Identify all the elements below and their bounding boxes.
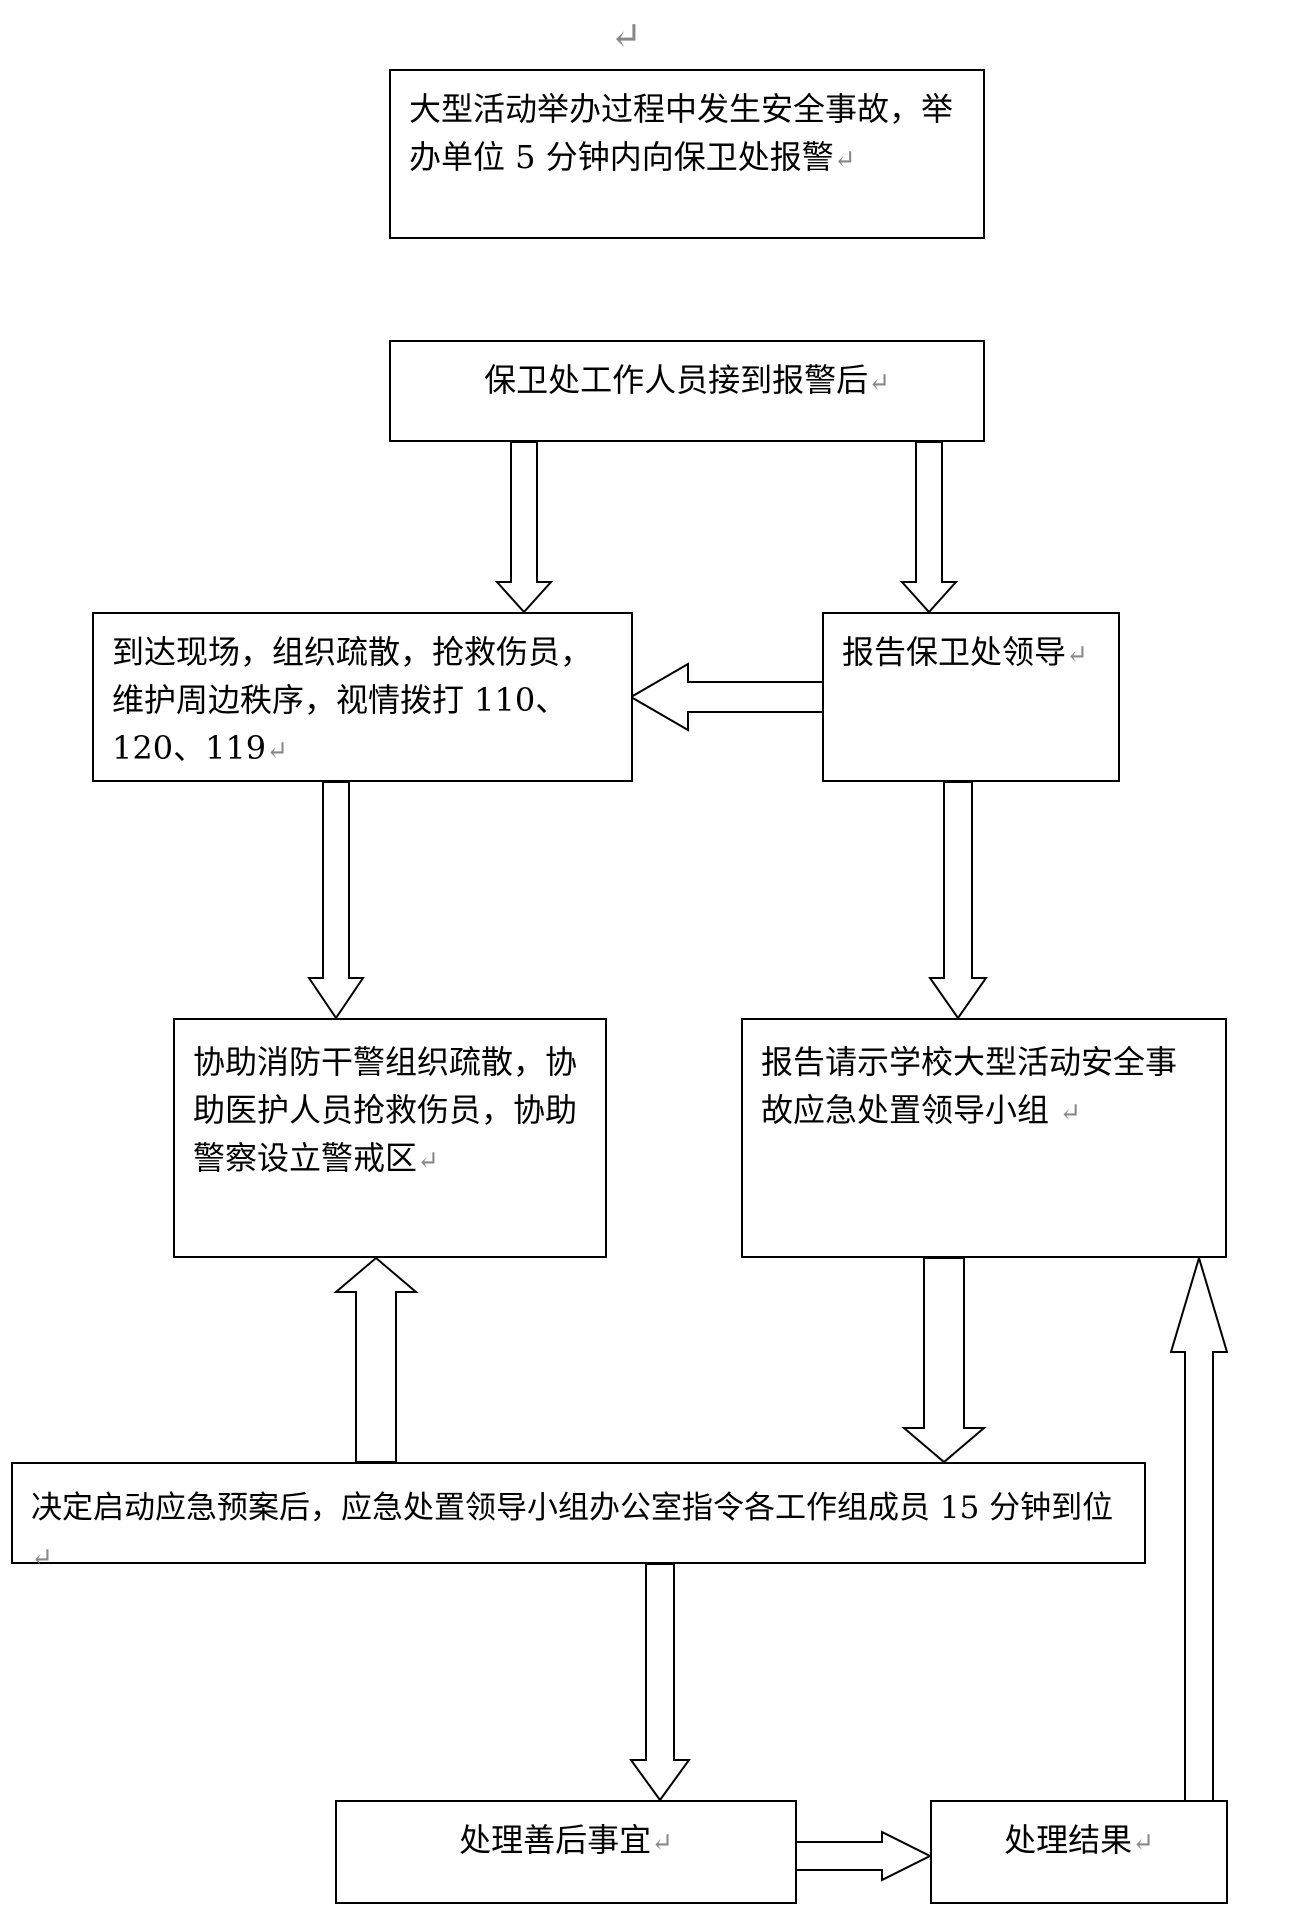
return-mark: ↵ xyxy=(833,145,856,175)
return-mark: ↵ xyxy=(651,1828,673,1858)
return-mark: ↵ xyxy=(31,1543,53,1573)
return-mark: ↵ xyxy=(1132,1828,1154,1858)
arrow-result-to-group xyxy=(1169,1254,1229,1803)
node-text: 处理结果 xyxy=(1004,1821,1133,1859)
node-text: 保卫处工作人员接到报警后 xyxy=(484,361,869,399)
arrow-leader-to-arrive xyxy=(629,662,825,732)
arrow-receive-to-arrive xyxy=(494,441,554,614)
arrow-arrive-to-assist xyxy=(307,781,365,1020)
arrow-plan-to-aftermath xyxy=(629,1563,691,1802)
arrow-receive-to-leader xyxy=(899,441,959,614)
node-assist: 协助消防干警组织疏散，协助医护人员抢救伤员，协助警察设立警戒区↵ xyxy=(173,1018,607,1258)
node-report-group: 报告请示学校大型活动安全事故应急处置领导小组 ↵ xyxy=(741,1018,1227,1258)
return-mark: ↵ xyxy=(1059,1098,1081,1128)
arrow-plan-to-assist xyxy=(333,1256,419,1463)
node-text: 协助消防干警组织疏散，协助医护人员抢救伤员，协助警察设立警戒区 xyxy=(193,1043,578,1177)
arrow-group-to-plan xyxy=(901,1257,987,1464)
return-mark-top: ↵ xyxy=(610,14,642,58)
node-receive-alarm: 保卫处工作人员接到报警后↵ xyxy=(389,340,985,442)
node-text: 报告请示学校大型活动安全事故应急处置领导小组 xyxy=(761,1043,1178,1129)
return-mark: ↵ xyxy=(417,1146,439,1176)
node-text: 报告保卫处领导 xyxy=(842,633,1067,671)
node-aftermath: 处理善后事宜↵ xyxy=(335,1800,797,1904)
node-arrive-scene: 到达现场，组织疏散，抢救伤员，维护周边秩序，视情拨打 110、120、119↵ xyxy=(92,612,633,782)
return-mark: ↵ xyxy=(1066,640,1088,670)
arrow-aftermath-to-result xyxy=(795,1830,933,1882)
node-text: 决定启动应急预案后，应急处置领导小组办公室指令各工作组成员 15 分钟到位 xyxy=(31,1490,1114,1526)
node-result: 处理结果↵ xyxy=(930,1800,1228,1904)
arrow-leader-to-group xyxy=(928,781,988,1020)
return-mark: ↵ xyxy=(266,736,288,766)
node-text: 大型活动举办过程中发生安全事故，举办单位 5 分钟内向保卫处报警 xyxy=(409,90,954,176)
node-text: 处理善后事宜 xyxy=(459,1821,652,1859)
node-report-alarm: 大型活动举办过程中发生安全事故，举办单位 5 分钟内向保卫处报警↵ xyxy=(389,69,985,239)
node-report-leader: 报告保卫处领导↵ xyxy=(822,612,1120,782)
return-mark: ↵ xyxy=(868,368,890,398)
node-start-plan: 决定启动应急预案后，应急处置领导小组办公室指令各工作组成员 15 分钟到位 ↵ xyxy=(11,1462,1146,1573)
node-text: 到达现场，组织疏散，抢救伤员，维护周边秩序，视情拨打 110、120、119 xyxy=(112,633,593,767)
